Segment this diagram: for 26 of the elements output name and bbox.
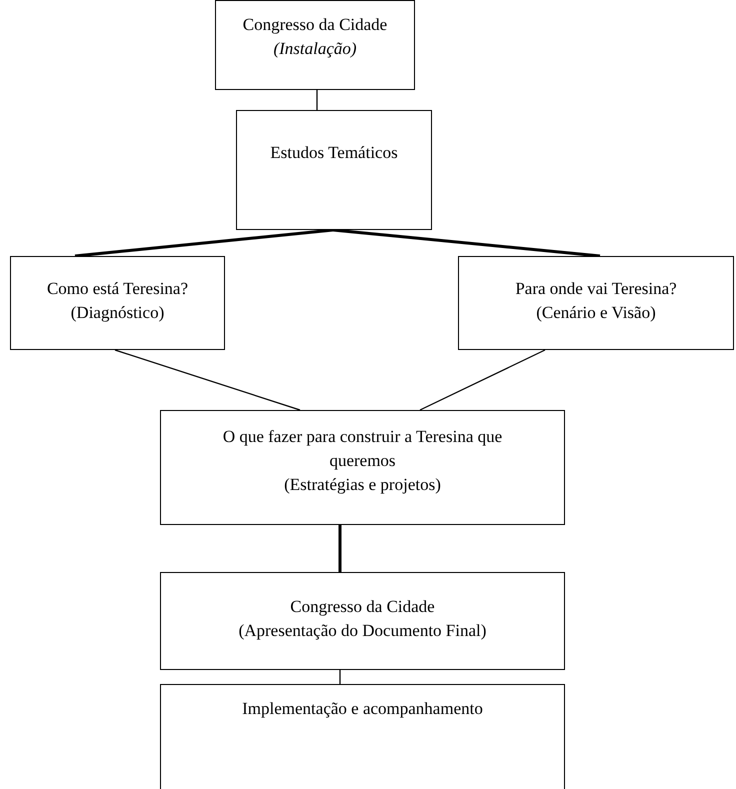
box-text: (Cenário e Visão): [536, 302, 656, 324]
connector-line: [114, 349, 300, 411]
box-text: (Estratégias e projetos): [284, 474, 441, 496]
box-text: Congresso da Cidade: [242, 14, 388, 36]
connector-line: [74, 228, 334, 258]
box-text: Congresso da Cidade: [290, 596, 435, 618]
process-box: [10, 256, 225, 350]
connector-line: [316, 90, 318, 110]
box-text: (Instalação): [273, 38, 357, 60]
process-box: [160, 572, 565, 670]
connector-line: [338, 525, 342, 572]
box-text: Para onde vai Teresina?: [515, 278, 677, 300]
process-box: [160, 410, 565, 525]
box-text: (Apresentação do Documento Final): [238, 620, 486, 642]
connector-line: [420, 349, 546, 411]
connector-line: [339, 670, 341, 684]
process-box: [160, 684, 565, 789]
box-text: (Diagnóstico): [70, 302, 164, 324]
connector-line: [332, 228, 600, 258]
box-text: O que fazer para construir a Teresina que queremos: [222, 426, 504, 472]
box-text: Implementação e acompanhamento: [242, 698, 483, 720]
box-text: Estudos Temáticos: [270, 142, 398, 164]
process-box: [215, 0, 415, 90]
process-box: [236, 110, 432, 230]
process-box: [458, 256, 734, 350]
box-text: Como está Teresina?: [46, 278, 188, 300]
